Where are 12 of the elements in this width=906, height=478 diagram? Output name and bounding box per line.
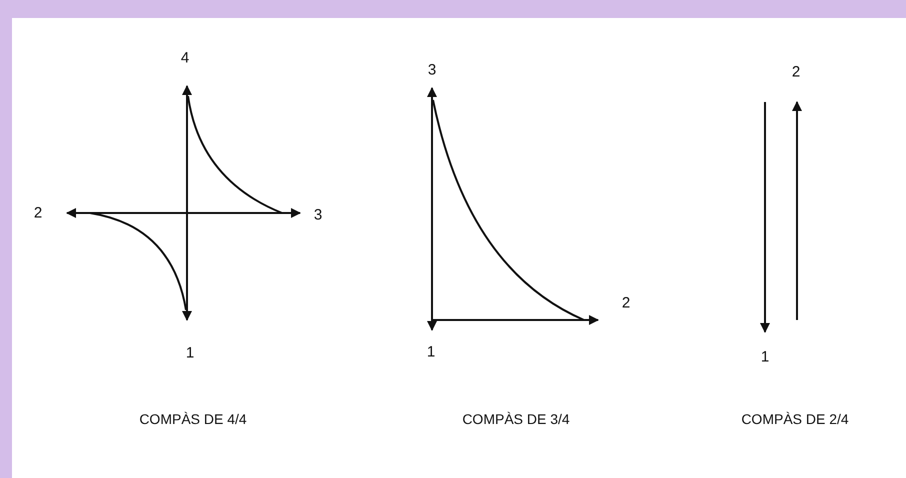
beat-number: 1 xyxy=(186,346,194,360)
beat-number: 2 xyxy=(792,64,800,80)
beat-number: 1 xyxy=(426,344,436,360)
caption: COMPÀS DE 2/4 xyxy=(741,412,849,426)
beat-number: 2 xyxy=(34,206,42,220)
beat-number: 3 xyxy=(314,208,322,222)
beat-number: 4 xyxy=(180,50,190,66)
beat-number: 1 xyxy=(760,350,770,364)
caption: COMPÀS DE 3/4 xyxy=(462,412,570,426)
beat-number: 3 xyxy=(428,62,436,78)
beat-number: 2 xyxy=(622,296,630,310)
caption: COMPÀS DE 4/4 xyxy=(139,412,247,426)
